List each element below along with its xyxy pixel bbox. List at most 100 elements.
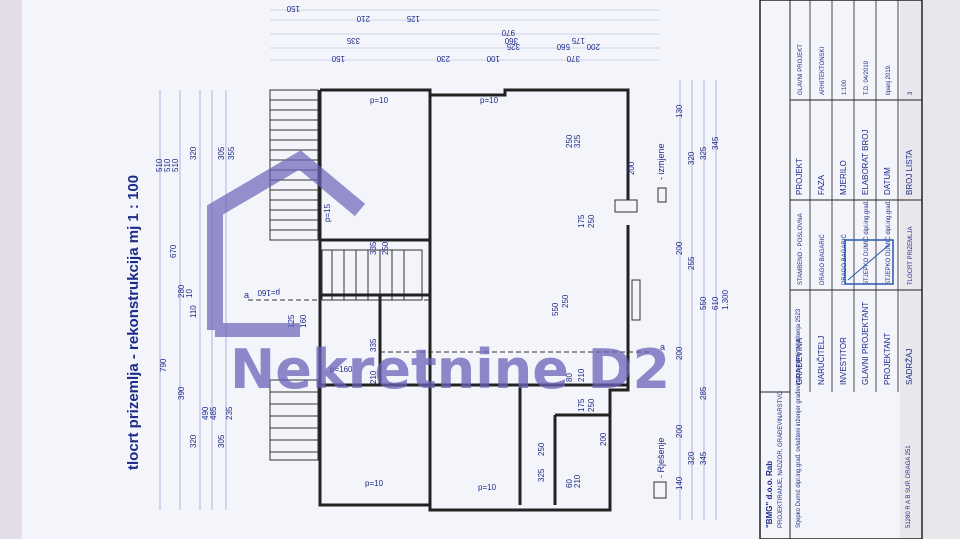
dim-390: 390 xyxy=(177,386,186,400)
company-name: "BMG" d.o.o. Rab xyxy=(765,461,774,528)
marker-a-2: a xyxy=(660,342,665,352)
paper-shadow xyxy=(900,0,960,539)
tb-key-mjerilo: MJERILO xyxy=(839,160,848,195)
dim-355-r: 355 xyxy=(227,146,236,160)
bottom-dim-200-c: 200 xyxy=(675,241,684,255)
room-label-10: p=10 xyxy=(478,483,497,492)
dim-320-r: 320 xyxy=(189,146,198,160)
house-logo-icon xyxy=(207,150,366,330)
tb-key-faza: FAZA xyxy=(817,174,826,195)
room-dim-210-c: 210 xyxy=(369,370,378,384)
bottom-dim-345-b: 345 xyxy=(711,136,720,150)
tb-label-glavni: GLAVNI PROJEKTANT xyxy=(861,302,870,385)
dim-320: 320 xyxy=(189,434,198,448)
tb-label-projektant: PROJEKTANT xyxy=(883,333,892,385)
change-lines xyxy=(248,299,650,353)
legend-change: - izmjene xyxy=(656,143,666,180)
tr-dim-230: 230 xyxy=(436,54,450,63)
bottom-dim-140: 140 xyxy=(675,476,684,490)
legend-solution: - Rješenje xyxy=(656,437,666,478)
tr-dim-125: 125 xyxy=(406,14,420,23)
paper-sheet xyxy=(22,0,954,539)
building-walls xyxy=(318,88,641,512)
engineer-note: Stjepko Dumić dipl.ing.građ. ovlašteni i… xyxy=(796,308,802,528)
bottom-dim-200-b: 200 xyxy=(675,346,684,360)
room-dim-160: 160 xyxy=(299,314,308,328)
room-dim-175-b: 175 xyxy=(577,398,586,412)
room-dim-210: 210 xyxy=(577,368,586,382)
staircase-bottom xyxy=(269,379,319,461)
tb-value-sadrzaj: TLOCRT PRIZEMLJA xyxy=(908,227,914,285)
plan-title: tlocrt prizemlja - rekonstrukcija mj 1 :… xyxy=(125,175,142,470)
legend: - Rješenje - izmjene xyxy=(653,143,667,499)
room-dim-325-b: 325 xyxy=(537,468,546,482)
tb-label-investitor: INVESTITOR xyxy=(839,337,848,385)
room-dim-200-b: 200 xyxy=(599,432,608,446)
tb-label-narucitelj: NARUČITELJ xyxy=(817,336,826,385)
tb-value-narucitelj: DRAGO BAGARIĆ xyxy=(819,234,826,285)
room-dim-250-e: 250 xyxy=(537,442,546,456)
room-dim-325: 325 xyxy=(573,134,582,148)
room-label-8: p=160 xyxy=(330,365,353,374)
tr-dim-335: 335 xyxy=(346,36,360,45)
dim-10: 10 xyxy=(185,289,194,298)
room-dim-210-b: 210 xyxy=(573,474,582,488)
dim-305: 305 xyxy=(217,434,226,448)
bottom-dim-550: 550 xyxy=(699,296,708,310)
dimension-rows-bottom: 140 200 200 200 130 320 255 320 345 285 … xyxy=(675,80,730,520)
tb-val-broj-lista: 3 xyxy=(908,91,914,95)
tr-dim-560: 560 xyxy=(556,42,570,51)
dim-280: 280 xyxy=(177,284,186,298)
bottom-dim-130: 130 xyxy=(675,104,684,118)
bottom-dim-1300: 1.300 xyxy=(721,289,730,310)
dim-510-a: 510 xyxy=(155,158,164,172)
room-label-9: p=10 xyxy=(365,479,384,488)
room-dim-250: 250 xyxy=(565,134,574,148)
bottom-dim-320: 320 xyxy=(687,451,696,465)
stamp xyxy=(844,239,894,285)
tb-key-datum: DATUM xyxy=(883,167,892,195)
tb-value-projektant: STJEPKO DUMIĆ dipl.ing.građ. xyxy=(885,200,892,285)
bottom-dim-255: 255 xyxy=(687,256,696,270)
room-dim-335: 335 xyxy=(369,241,378,255)
tr-dim-325: 325 xyxy=(506,42,520,51)
tb-val-faza: ARHITEKTONSKI xyxy=(820,46,826,95)
tr-dim-360: 360 xyxy=(504,36,518,45)
tb-label-gradevina: GRAĐEVINA xyxy=(795,337,804,385)
tb-key-broj-lista: BROJ LISTA xyxy=(905,149,914,195)
dim-510-c: 510 xyxy=(171,158,180,172)
bottom-dim-320-b: 320 xyxy=(687,151,696,165)
dim-670: 670 xyxy=(169,244,178,258)
room-label-7: p=160 xyxy=(257,288,280,297)
room-dim-550: 550 xyxy=(551,302,560,316)
room-label-2: p=10 xyxy=(480,96,499,105)
title-block: "BMG" d.o.o. Rab PROJEKTIRANJE, NADZOR, … xyxy=(759,0,923,539)
marker-a-1: a xyxy=(244,290,249,300)
legend-solution-box xyxy=(653,481,667,499)
watermark-text: Nekretnine D2 xyxy=(230,338,670,401)
signature-mark xyxy=(847,243,891,281)
bottom-dim-325: 325 xyxy=(699,146,708,160)
tr-dim-370: 370 xyxy=(566,54,580,63)
tb-label-sadrzaj: SADRŽAJ xyxy=(905,349,914,385)
bottom-dim-610: 610 xyxy=(711,296,720,310)
bottom-dim-345: 345 xyxy=(699,451,708,465)
tr-dim-200: 200 xyxy=(586,42,600,51)
room-dim-200: 200 xyxy=(627,161,636,175)
room-label-5: p=15 xyxy=(323,203,332,222)
bottom-dim-285: 285 xyxy=(699,386,708,400)
tb-val-datum: lipanj 2019. xyxy=(886,64,892,95)
dimension-rows-top-right: 510 510 510 320 305 355 xyxy=(155,146,236,172)
tb-val-projekt: GLAVNI PROJEKT xyxy=(798,44,804,95)
tb-value-gradevina: STAMBENO - POSLOVNA xyxy=(798,213,804,285)
room-dim-250-b: 250 xyxy=(587,214,596,228)
room-dim-125: 125 xyxy=(287,314,296,328)
tb-key-projekt: PROJEKT xyxy=(795,158,804,195)
tb-value-glavni: STJEPKO DUMIĆ dipl.ing.građ. xyxy=(863,200,870,285)
tb-val-mjerilo: 1:100 xyxy=(842,79,848,95)
room-dim-335-b: 335 xyxy=(369,338,378,352)
dim-485: 485 xyxy=(209,406,218,420)
room-dim-60: 60 xyxy=(565,479,574,488)
dim-110: 110 xyxy=(189,305,198,318)
